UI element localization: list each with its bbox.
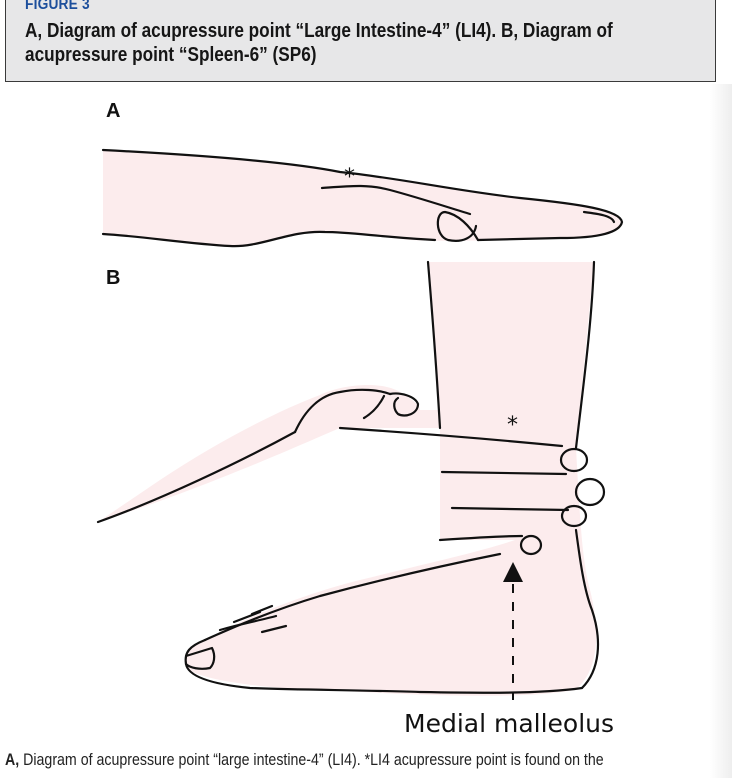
hand-diagram-panel-a [101,148,624,248]
caption-text: Diagram of acupressure point “large inte… [19,751,604,769]
caption-lead: A, [5,751,20,769]
figure-label: FIGURE 3 [25,0,90,13]
li4-point-marker: * [344,165,355,190]
sp6-point-marker: * [507,413,518,438]
panel-b-label: B [106,267,120,289]
medial-malleolus-pointer [503,562,523,700]
figure-title: A, Diagram of acupressure point “Large I… [25,20,613,66]
page-edge-shadow [710,84,732,778]
figure-caption: A, Diagram of acupressure point “large i… [5,751,732,770]
medial-malleolus-label: Medial malleolus [404,709,614,738]
figure-header-box: FIGURE 3 A, Diagram of acupressure point… [5,0,716,82]
panel-a-label: A [106,100,120,122]
leg-foot-diagram-panel-b [96,260,606,696]
